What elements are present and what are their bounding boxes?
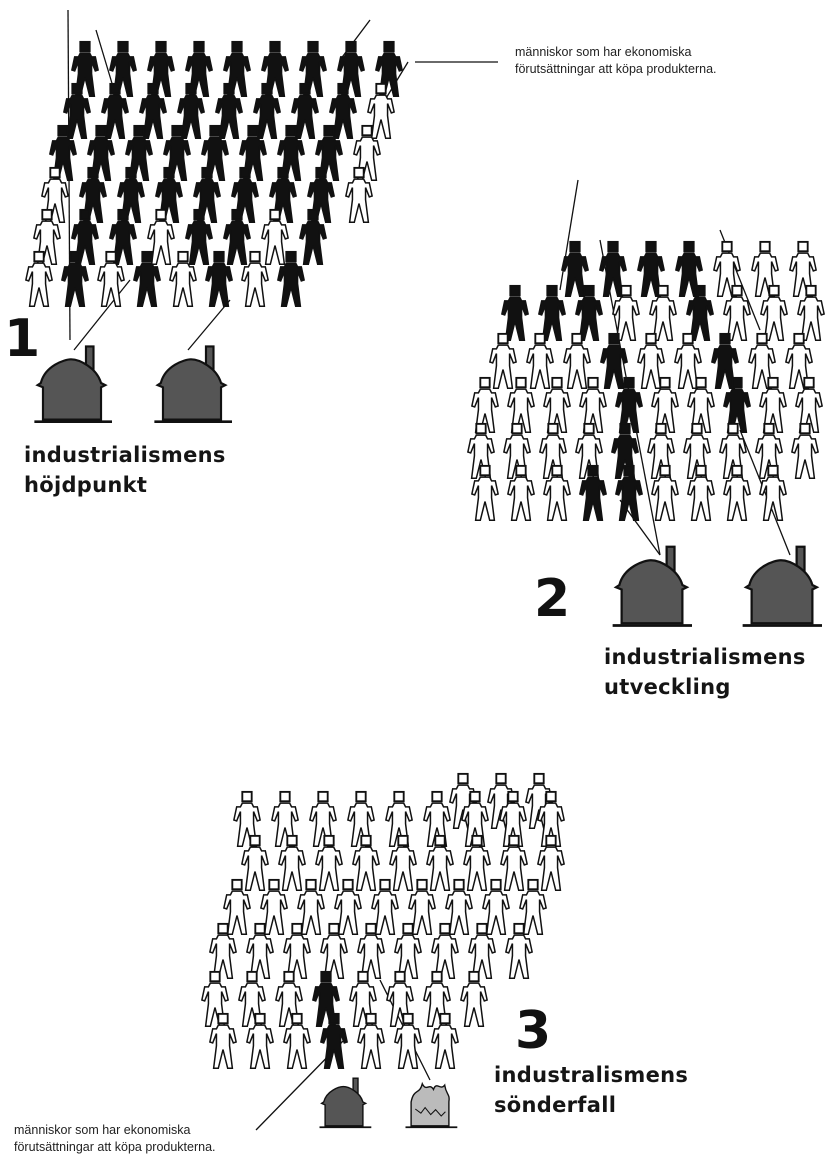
panel-1-number: 1	[4, 309, 41, 369]
connector-line	[339, 19, 371, 61]
person-icon-dark	[184, 208, 214, 266]
person-icon-outline	[459, 970, 489, 1028]
person-icon-dark	[537, 284, 567, 342]
top-annotation-line1: människor som har ekonomiska	[515, 45, 692, 59]
person-icon-dark	[298, 208, 328, 266]
factory-icon	[318, 1077, 372, 1129]
panel-2-caption-line2: utveckling	[604, 675, 731, 699]
bottom-annotation: människor som har ekonomiska förutsättni…	[14, 1122, 216, 1156]
panel-1-caption-line1: industrialismens	[24, 443, 226, 467]
person-icon-outline	[759, 284, 789, 342]
panel-3-caption-line1: industralismens	[494, 1063, 689, 1087]
person-icon-outline	[96, 250, 126, 308]
person-icon-outline	[344, 166, 374, 224]
connector-line	[187, 299, 231, 351]
factory-icon	[742, 545, 822, 627]
person-icon-dark	[685, 284, 715, 342]
panel-2-number: 2	[534, 569, 571, 629]
connector-lines	[67, 9, 791, 1131]
crowds	[24, 40, 826, 1070]
panel-1-caption-line2: höjdpunkt	[24, 473, 148, 497]
panel-3-caption: industralismens sönderfall	[494, 1060, 688, 1120]
panel-1-caption: industrialismens höjdpunkt	[24, 440, 226, 500]
person-icon-outline	[796, 284, 826, 342]
person-icon-outline	[314, 834, 344, 892]
person-icon-outline	[24, 250, 54, 308]
factory-icon	[32, 345, 112, 424]
person-icon-outline	[562, 332, 592, 390]
person-icon-outline	[245, 1012, 275, 1070]
top-annotation: människor som har ekonomiska förutsättni…	[515, 44, 717, 78]
burning-factory-icon	[404, 1082, 459, 1129]
person-icon-outline	[282, 1012, 312, 1070]
person-icon-outline	[393, 1012, 423, 1070]
person-icon-outline	[260, 208, 290, 266]
panel-2-caption-line1: industrialismens	[604, 645, 806, 669]
person-icon-outline	[488, 332, 518, 390]
person-icon-outline	[277, 834, 307, 892]
top-annotation-line2: förutsättningar att köpa produkterna.	[515, 62, 717, 76]
bottom-annotation-line2: förutsättningar att köpa produkterna.	[14, 1140, 216, 1154]
person-icon-dark	[60, 250, 90, 308]
connector-line	[739, 429, 791, 556]
connector-line	[559, 179, 579, 291]
panel-3-caption-line2: sönderfall	[494, 1093, 617, 1117]
person-icon-dark	[222, 208, 252, 266]
person-icon-outline	[525, 332, 555, 390]
panel-3-number: 3	[515, 1001, 552, 1061]
person-icon-dark	[500, 284, 530, 342]
person-icon-outline	[648, 284, 678, 342]
person-icon-outline	[240, 834, 270, 892]
connector-line	[73, 279, 131, 351]
person-icon-outline	[356, 1012, 386, 1070]
person-icon-outline	[208, 1012, 238, 1070]
factory-icon	[152, 345, 232, 424]
person-icon-dark	[599, 332, 629, 390]
bottom-annotation-line1: människor som har ekonomiska	[14, 1123, 191, 1137]
panel-2-caption: industrialismens utveckling	[604, 642, 806, 702]
person-icon-outline	[430, 1012, 460, 1070]
factory-icon	[612, 545, 692, 627]
